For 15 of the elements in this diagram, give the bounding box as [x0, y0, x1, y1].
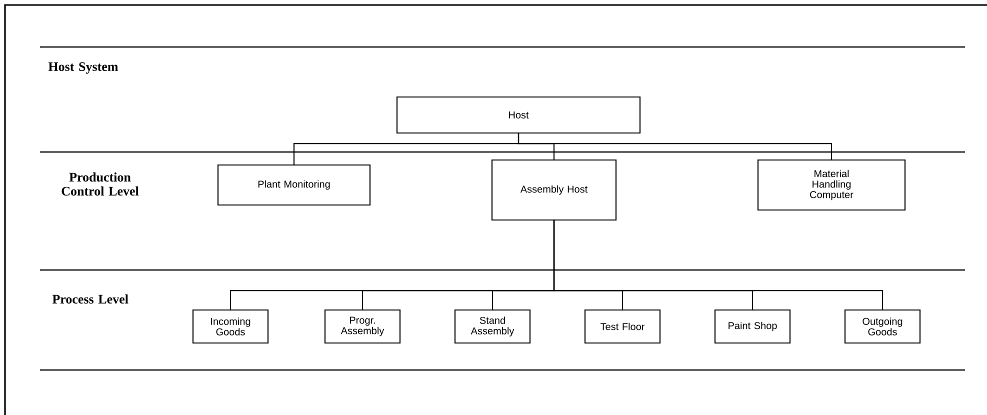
- process-box: Test Floor: [584, 309, 661, 344]
- level-label: Process Level: [52, 294, 128, 304]
- process-box: Paint Shop: [714, 309, 791, 344]
- connector: [518, 134, 832, 160]
- process-box: Host: [396, 96, 641, 134]
- process-box: Incoming Goods: [192, 309, 269, 344]
- process-box: Progr. Assembly: [324, 309, 401, 344]
- process-box: Stand Assembly: [454, 309, 531, 344]
- process-box: Plant Monitoring: [217, 164, 371, 206]
- process-box: Assembly Host: [491, 159, 617, 221]
- process-box: Material Handling Computer: [757, 159, 906, 211]
- process-box: Outgoing Goods: [844, 309, 921, 344]
- connector: [553, 220, 884, 310]
- level-label: Host System: [48, 62, 118, 74]
- level-label: Production Control Level: [62, 172, 139, 196]
